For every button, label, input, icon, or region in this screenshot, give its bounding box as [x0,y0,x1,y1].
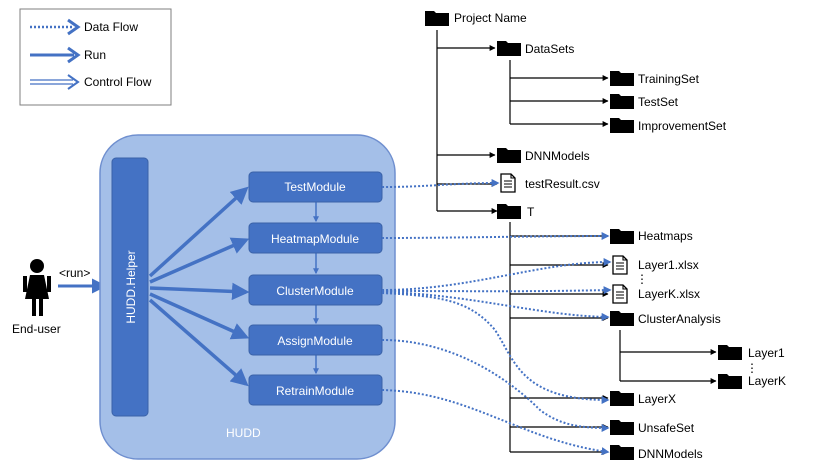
legend-control-flow-label: Control Flow [84,75,152,89]
helper-run-arrows [148,186,250,387]
module-assign: AssignModule [248,324,383,356]
folder-icon [425,11,449,26]
file-icon [500,173,516,193]
legend: Data Flow Run Control Flow [19,8,172,106]
tree-xlsx-ellipsis: ⋮ [636,272,648,286]
tree-unsafeset-label: UnsafeSet [638,421,695,435]
folder-icon [610,311,634,326]
folder-icon [610,229,634,244]
folder-icon [610,391,634,406]
file-icon [612,284,628,304]
module-test: TestModule [248,171,383,203]
tree-clusteranalysis-label: ClusterAnalysis [638,312,721,326]
module-retrain: RetrainModule [248,374,383,406]
tree-root-label: Project Name [454,11,527,25]
run-label: <run> [59,266,90,280]
tree-dnnmodels-label: DNNModels [525,149,590,163]
tree-layerk-label: LayerK [748,374,786,388]
folder-icon [610,71,634,86]
legend-data-flow-label: Data Flow [84,20,138,34]
file-icon [612,255,628,275]
module-retrain-label: RetrainModule [276,384,354,398]
tree-layerk-xlsx-label: LayerK.xlsx [638,287,700,301]
data-flow-arrows [381,179,612,456]
hudd-helper-label: HUDD.Helper [124,250,138,323]
legend-run-arrowhead [67,46,81,64]
hudd-label: HUDD [226,426,261,440]
folder-icon [718,345,742,360]
folder-icon [610,118,634,133]
tree-heatmaps-label: Heatmaps [638,229,693,243]
tree-dnnmodels-out-label: DNNModels [638,447,703,461]
tree-trainingset-label: TrainingSet [638,72,700,86]
legend-run-label: Run [84,48,106,62]
tree-improvementset-label: ImprovementSet [638,119,727,133]
module-assign-label: AssignModule [277,334,353,348]
folder-icon [610,445,634,460]
folder-icon [497,41,521,56]
module-test-label: TestModule [284,180,346,194]
tree-testset-label: TestSet [638,95,679,109]
tree-layerx-label: LayerX [638,392,676,406]
tree-t-label: T [527,205,535,219]
legend-box [19,8,172,106]
module-cluster-label: ClusterModule [276,284,354,298]
tree-datasets-label: DataSets [525,42,574,56]
folder-icon [610,94,634,109]
legend-control-flow-arrowhead [67,74,80,90]
tree-layer-ellipsis: ⋮ [746,361,758,375]
end-user-icon [23,259,51,316]
tree-layer1-xlsx-label: Layer1.xlsx [638,258,699,272]
folder-icon [610,420,634,435]
module-heatmap-label: HeatmapModule [271,232,359,246]
folder-icon [718,374,742,389]
tree-layer1-label: Layer1 [748,346,785,360]
module-heatmap: HeatmapModule [248,222,383,254]
folder-icon [497,148,521,163]
legend-data-flow-arrowhead [67,18,81,36]
module-cluster: ClusterModule [248,274,383,306]
end-user-label: End-user [12,322,61,336]
hudd-helper-box [111,157,149,417]
folder-icon [497,204,521,219]
tree-testresult-label: testResult.csv [525,177,600,191]
